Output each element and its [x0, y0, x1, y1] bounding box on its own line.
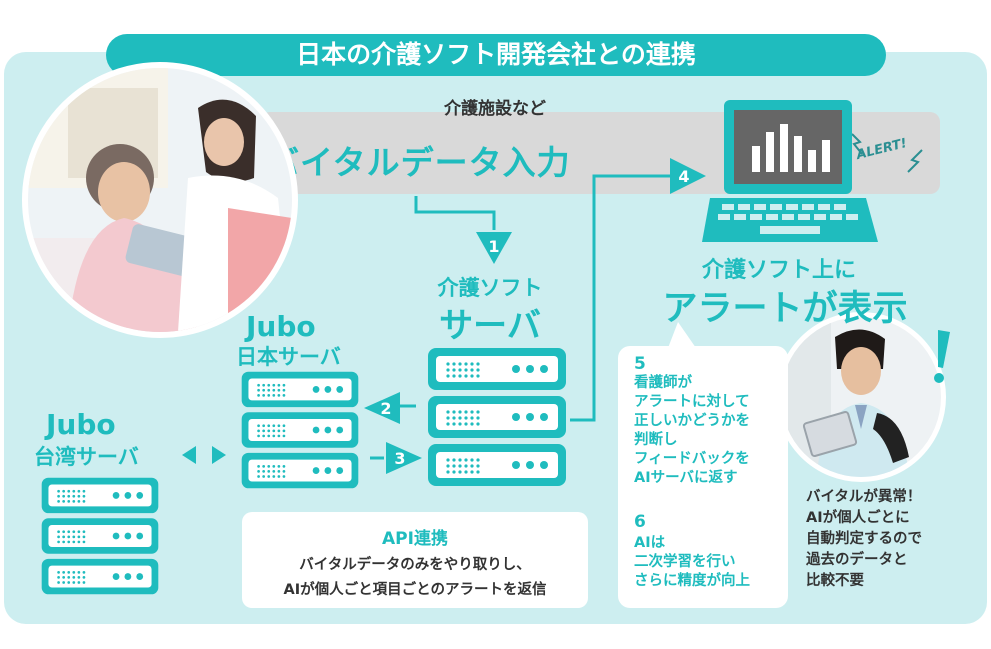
lightning-icon: [851, 133, 923, 173]
feedback-bubble: [618, 346, 788, 608]
jubo-taiwan-logo: Jubo: [46, 408, 116, 441]
page-title: 日本の介護ソフト開発会社との連携: [106, 34, 886, 76]
jubo-japan-logo: Jubo: [246, 310, 316, 343]
step-1-number: 1: [488, 237, 499, 256]
step-4-marker: 4: [670, 158, 706, 194]
laptop-icon: [702, 100, 878, 242]
bidirectional-arrow-icon: [182, 446, 226, 464]
side-note-line: AIが個人ごとに: [806, 510, 910, 526]
step-3-marker: 3: [386, 442, 422, 474]
kaigo-soft-server-icon: [428, 348, 566, 486]
step-5-line: フィードバックを: [634, 451, 750, 467]
step-5-line: 正しいかどうかを: [634, 413, 750, 429]
facility-label: 介護施設など: [444, 99, 546, 119]
step-6-number: 6: [634, 512, 646, 532]
side-note-line: 自動判定するので: [806, 531, 922, 547]
api-line-2: AIが個人ごと項目ごとのアラートを返信: [283, 582, 547, 598]
jubo-japan-server-icon: [241, 371, 359, 489]
alert-heading-line2: アラートが表示: [662, 289, 908, 329]
exclamation-icon: [934, 330, 950, 383]
step-6-line: さらに精度が向上: [634, 573, 750, 589]
bubble-tail: [668, 322, 696, 348]
jubo-japan-label: 日本サーバ: [236, 345, 341, 369]
api-title: API連携: [382, 529, 448, 549]
step-3-number: 3: [394, 449, 405, 468]
step-1-marker: 1: [476, 232, 512, 264]
side-note: バイタルが異常！ AIが個人ごとに 自動判定するので 過去のデータと 比較不要: [806, 487, 922, 592]
side-note-line: 過去のデータと: [806, 552, 908, 568]
vital-input-label: バイタルデータ入力: [266, 143, 571, 182]
caregiver-photo: [22, 62, 298, 338]
jubo-taiwan-server-icon: [41, 477, 159, 595]
alert-heading-line1: 介護ソフト上に: [701, 258, 856, 283]
side-note-line: バイタルが異常！: [806, 489, 922, 505]
kaigo-server-label-line1: 介護ソフト: [437, 276, 543, 300]
step-5-line: AIサーバに返す: [634, 470, 738, 486]
step-5-line: 判断し: [634, 432, 678, 448]
nurse-illustration: [781, 317, 941, 477]
api-info-box: API連携 バイタルデータのみをやり取りし、 AIが個人ごと項目ごとのアラートを…: [242, 512, 588, 608]
side-note-line: 比較不要: [806, 573, 864, 589]
step-5-text: 看護師が アラートに対して 正しいかどうかを 判断し フィードバックを AIサー…: [634, 374, 750, 488]
kaigo-server-label-line2: サーバ: [439, 306, 541, 346]
jubo-taiwan-label: 台湾サーバ: [34, 445, 139, 469]
step-5-line: アラートに対して: [634, 394, 750, 410]
step-6-line: AIは: [634, 535, 666, 551]
step-5-number: 5: [634, 354, 646, 374]
step-2-number: 2: [380, 399, 391, 418]
step-4-number: 4: [678, 167, 689, 186]
api-line-1: バイタルデータのみをやり取りし、: [299, 557, 531, 573]
caregiver-illustration: [28, 68, 292, 332]
step-5-line: 看護師が: [634, 375, 692, 391]
step-2-marker: 2: [364, 392, 400, 424]
step-6-line: 二次学習を行い: [634, 554, 736, 570]
step-6-text: AIは 二次学習を行い さらに精度が向上: [634, 534, 750, 591]
